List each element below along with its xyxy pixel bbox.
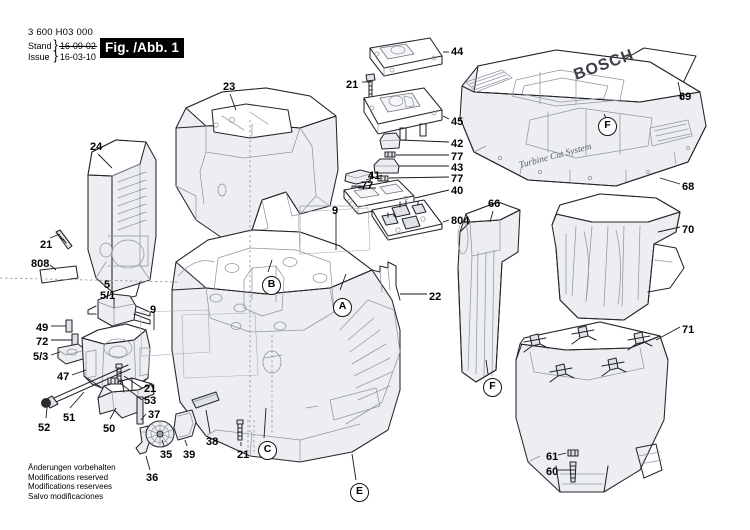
part-callout-49[interactable]: 49	[36, 322, 49, 334]
part-callout-72[interactable]: 72	[36, 336, 49, 348]
part-callout-23[interactable]: 23	[223, 81, 236, 93]
part-callout-39[interactable]: 39	[183, 449, 196, 461]
part-77-washer-b	[377, 175, 389, 182]
part-callout-42[interactable]: 42	[451, 138, 464, 150]
part-5-bracket	[87, 293, 151, 327]
part-callout-5-1[interactable]: 5/1	[100, 290, 116, 302]
part-callout-77[interactable]: 77	[451, 173, 464, 185]
part-callout-24[interactable]: 24	[90, 141, 103, 153]
section-callout-A[interactable]: A	[333, 298, 352, 317]
part-callout-43[interactable]: 43	[451, 162, 464, 174]
part-53-spacer	[107, 377, 119, 385]
part-68-hood	[459, 49, 707, 187]
label-issue: Issue	[28, 51, 50, 62]
part-callout-9[interactable]: 9	[150, 304, 157, 316]
part-callout-9[interactable]: 9	[332, 205, 339, 217]
part-callout-47[interactable]: 47	[57, 371, 70, 383]
part-callout-21[interactable]: 21	[40, 239, 53, 251]
part-callout-804[interactable]: 804	[451, 215, 470, 227]
date-stand-wrap: 16-09-02	[58, 41, 97, 52]
disclaimer-en: Modifications reserved	[28, 472, 109, 482]
part-44-switch-plate	[369, 37, 443, 77]
part-41-clip	[344, 169, 373, 185]
part-21-screw-left	[55, 229, 73, 250]
part-callout-45[interactable]: 45	[451, 116, 464, 128]
part-53-block	[57, 343, 87, 365]
part-callout-53[interactable]: 53	[144, 395, 157, 407]
part-70-hopper	[551, 193, 685, 321]
part-66-chute	[457, 201, 521, 383]
base-clips	[523, 325, 653, 383]
date-stand: 16-09-02	[58, 41, 97, 51]
part-71-base-box	[515, 321, 669, 493]
part-callout-35[interactable]: 35	[160, 449, 173, 461]
part-callout-61[interactable]: 61	[546, 451, 559, 463]
part-47-bearing-housing	[81, 323, 151, 391]
part-60-screw	[569, 461, 577, 483]
part-callout-77[interactable]: 77	[361, 180, 374, 192]
part-21-screw-top	[365, 73, 376, 105]
part-callout-36[interactable]: 36	[146, 472, 159, 484]
leader-lines	[45, 51, 683, 481]
part-callout-70[interactable]: 70	[682, 224, 695, 236]
main-housing	[171, 229, 401, 463]
date-issue: 16-03-10	[59, 51, 96, 62]
part-callout-71[interactable]: 71	[682, 324, 695, 336]
part-45-mount-plate	[363, 87, 443, 141]
header-brace: }}	[53, 37, 58, 63]
header-block: 3 600 H03 000 Stand Issue }} 16-09-02 16…	[28, 27, 97, 63]
part-42-knob	[379, 132, 401, 150]
part-38-roll-pin	[191, 391, 220, 409]
part-callout-69[interactable]: 69	[679, 91, 692, 103]
section-callout-B[interactable]: B	[262, 276, 281, 295]
part-52-cap	[41, 398, 51, 408]
part-callout-52[interactable]: 52	[38, 422, 51, 434]
figure-badge: Fig. /Abb. 1	[100, 38, 184, 58]
part-23-top-cover	[175, 87, 339, 243]
part-callout-41[interactable]: 41	[368, 170, 381, 182]
label-stand: Stand	[28, 41, 52, 51]
section-callout-E[interactable]: E	[350, 483, 369, 502]
part-callout-50[interactable]: 50	[103, 423, 116, 435]
part-40-switch-base	[343, 179, 415, 215]
part-50-bracket	[97, 377, 155, 419]
part-callout-44[interactable]: 44	[451, 46, 464, 58]
part-callout-66[interactable]: 66	[488, 198, 501, 210]
disclaimer-de: Änderungen vorbehalten	[28, 463, 116, 472]
part-21-screw-bottom	[236, 419, 244, 441]
part-49-pin	[65, 319, 73, 333]
part-77-washer-a	[384, 151, 396, 158]
part-callout-21[interactable]: 21	[346, 79, 359, 91]
disclaimer-es: Salvo modificaciones	[28, 491, 104, 501]
section-callout-F[interactable]: F	[483, 378, 502, 397]
part-804-pcb	[371, 199, 443, 241]
part-24-side-cover	[87, 139, 157, 301]
part-callout-68[interactable]: 68	[682, 181, 695, 193]
part-code: 3 600 H03 000	[28, 27, 93, 38]
part-callout-77[interactable]: 77	[451, 151, 464, 163]
part-callout-38[interactable]: 38	[206, 436, 219, 448]
disclaimer-fr: Modifications reservees	[28, 482, 113, 492]
part-callout-22[interactable]: 22	[429, 291, 442, 303]
part-callout-808[interactable]: 808	[31, 258, 50, 270]
center-line-horizontal	[0, 277, 179, 283]
part-37-pin	[136, 396, 144, 425]
footer-disclaimer: Änderungen vorbehalten Modifications res…	[28, 463, 116, 501]
section-callout-F[interactable]: F	[598, 117, 617, 136]
part-callout-5-3[interactable]: 5/3	[33, 351, 49, 363]
part-61-washer	[567, 449, 579, 457]
part-callout-37[interactable]: 37	[148, 409, 161, 421]
part-callout-40[interactable]: 40	[451, 185, 464, 197]
section-callout-C[interactable]: C	[258, 441, 277, 460]
part-39-ring	[173, 409, 197, 441]
part-callout-60[interactable]: 60	[546, 466, 559, 478]
part-callout-21[interactable]: 21	[237, 449, 250, 461]
part-callout-21[interactable]: 21	[144, 383, 157, 395]
part-callout-51[interactable]: 51	[63, 412, 76, 424]
part-35-impeller	[145, 420, 175, 448]
part-callout-5[interactable]: 5	[104, 279, 111, 291]
